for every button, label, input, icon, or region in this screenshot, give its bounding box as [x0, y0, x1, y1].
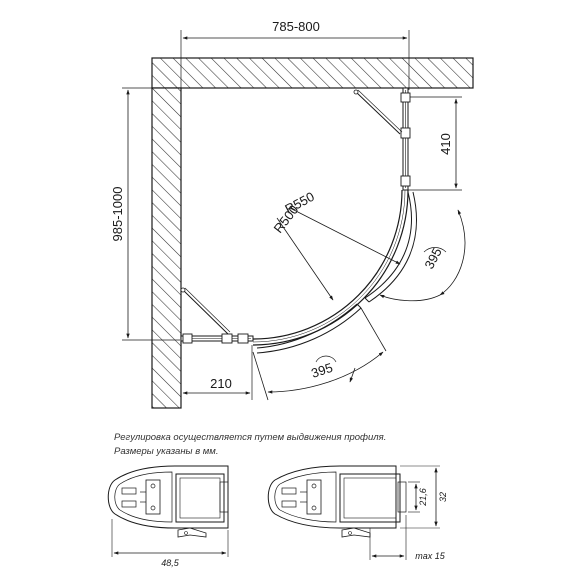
radius-outer-leader — [289, 207, 401, 265]
opened-door-right — [364, 191, 417, 303]
right-fixed-panel — [353, 87, 411, 191]
profile-left-width-label: 48,5 — [161, 558, 180, 568]
curved-doors — [252, 189, 409, 346]
profile-right-outer-height-label: 32 — [438, 492, 448, 502]
door-opening-arc-right — [439, 209, 466, 296]
door-opening-arc-bottom — [267, 351, 384, 394]
profile-right-inner-height-label: 21,6 — [418, 488, 428, 507]
radius-inner-leader — [276, 217, 334, 301]
note-adjustment: Регулировка осуществляется путем выдвиже… — [114, 432, 387, 443]
profile-right-max-label: max 15 — [415, 551, 446, 561]
note-units: Размеры указаны в мм. — [114, 446, 219, 457]
profile-section-right — [267, 465, 440, 560]
bottom-fixed-panel — [180, 287, 254, 344]
profile-section-left — [107, 465, 229, 557]
width-dim-label: 785-800 — [272, 19, 320, 34]
plan-view: 785-800 985-1000 410 R550 R500 395 395 2… — [110, 19, 474, 409]
door-opening-bottom-label: 395 — [309, 360, 334, 381]
opened-door-bottom — [252, 303, 387, 401]
fixed-bottom-dim-label: 210 — [210, 376, 232, 391]
top-wall — [151, 57, 474, 89]
depth-dim-label: 985-1000 — [110, 187, 125, 242]
fixed-side-dim-label: 410 — [438, 133, 453, 155]
left-wall — [151, 87, 182, 409]
